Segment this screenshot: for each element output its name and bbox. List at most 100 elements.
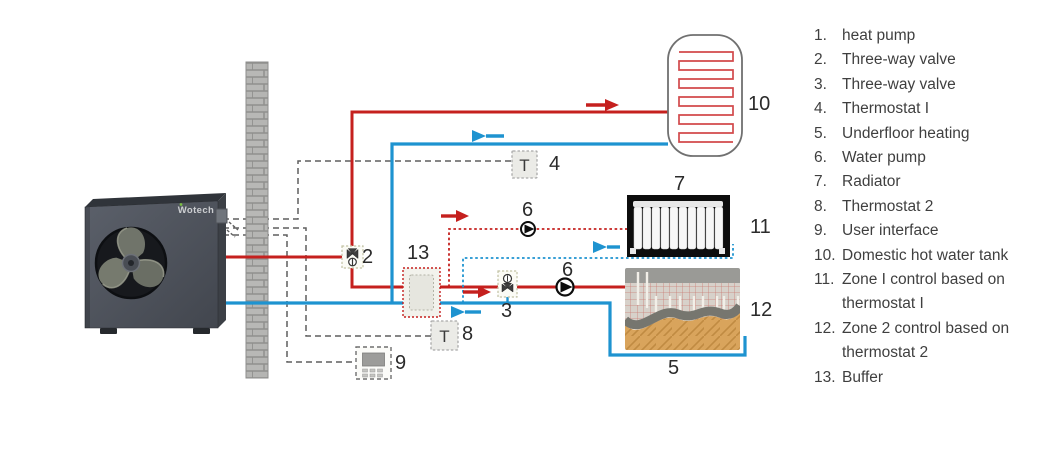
ui-screen	[362, 352, 385, 367]
label-pump-zone2: 6	[562, 259, 574, 281]
legend-item-number: 13.	[814, 368, 836, 386]
label-underfloor: 5	[668, 357, 680, 379]
domestic-hot-water-tank	[667, 34, 743, 157]
legend-item-text: Water pump	[842, 149, 926, 167]
legend-item: 5. Underfloor heating	[814, 122, 1058, 146]
legend-item-text: Domestic hot water tank	[842, 246, 1009, 264]
legend: 1. heat pump 2. Three-way valve 3. Three…	[814, 24, 1058, 390]
water-pump-zone1	[520, 221, 536, 237]
legend-item-text: Thermostat 2	[842, 197, 934, 215]
legend-item-text: Radiator	[842, 173, 901, 191]
fan	[94, 226, 168, 300]
arrow-return-from-tank	[472, 130, 504, 142]
buffer-vessel	[409, 274, 434, 311]
heat-pump-foot	[193, 328, 210, 334]
pipe-tank-return	[390, 142, 668, 303]
pipe-main-return	[218, 301, 747, 357]
zone1-supply-dotted	[448, 228, 627, 287]
legend-item-number: 4.	[814, 100, 827, 118]
wood-floor	[625, 311, 740, 350]
legend-item-text: Underfloor heating	[842, 124, 970, 142]
zone1-circuit	[448, 228, 734, 303]
heat-pump-foot	[100, 328, 117, 334]
legend-item: 7. Radiator	[814, 170, 1058, 194]
insulation-wave	[625, 303, 740, 330]
pump-impeller-icon	[560, 281, 573, 293]
label-zone1: 11	[750, 216, 771, 238]
three-way-valve-2	[341, 245, 364, 269]
heat-pump-edge	[85, 207, 90, 328]
thermostat-letter: T	[439, 327, 449, 346]
ui-buttons	[362, 368, 383, 378]
three-way-valve-icon	[346, 248, 359, 267]
three-way-valve-3	[497, 270, 518, 303]
label-user-interface: 9	[395, 352, 407, 374]
label-pump-zone1: 6	[522, 199, 534, 221]
arrow-zone1-return	[593, 241, 620, 253]
thermostat-letter: T	[519, 156, 529, 175]
tank-coil	[678, 51, 734, 143]
logo-dot	[179, 203, 183, 206]
thermostat-box	[430, 320, 459, 351]
label-buffer: 13	[407, 242, 430, 264]
label-radiator: 7	[674, 173, 686, 195]
arrow-supply-to-tank	[586, 99, 619, 111]
legend-item: 3. Three-way valve	[814, 73, 1058, 97]
wire-user-interface	[223, 234, 357, 363]
legend-item: 9. User interface	[814, 219, 1058, 243]
pipe-supply-to-zones	[350, 267, 628, 289]
legend-item: 6. Water pump	[814, 146, 1058, 170]
supply-pipes	[218, 110, 668, 289]
legend-item-number: 10.	[814, 246, 836, 264]
return-pipes	[218, 142, 747, 357]
label-tank: 10	[748, 93, 771, 115]
thermostat-1: T	[511, 150, 538, 179]
legend-item-number: 8.	[814, 197, 827, 215]
legend-item-number: 11.	[814, 271, 835, 289]
legend-item-number: 9.	[814, 222, 827, 240]
legend-item: 10. Domestic hot water tank	[814, 244, 1058, 268]
legend-item-text: Three-way valve	[842, 75, 956, 93]
radiator-valve-cap	[719, 248, 725, 254]
wire-bundle-ticks	[226, 221, 239, 238]
legend-item-number: 3.	[814, 75, 827, 93]
legend-item: 12. Zone 2 control based on thermostat 2	[814, 317, 1058, 366]
legend-item-number: 5.	[814, 124, 827, 142]
buffer	[402, 267, 441, 318]
label-thermostat-1: 4	[549, 153, 561, 175]
legend-item: 4. Thermostat I	[814, 97, 1058, 121]
heat-pump-side	[218, 193, 226, 328]
legend-item: 13. Buffer	[814, 366, 1058, 390]
legend-item: 8. Thermostat 2	[814, 195, 1058, 219]
legend-item-text: Zone 2 control based on thermostat 2	[842, 319, 1010, 362]
pump-impeller-icon	[524, 224, 535, 234]
zone1-return-dotted	[462, 244, 734, 303]
arrow-zone1-supply	[441, 210, 469, 222]
legend-item-number: 1.	[814, 27, 827, 44]
three-way-valve-icon	[501, 273, 514, 293]
legend-item-number: 12.	[814, 319, 836, 337]
legend-item-number: 6.	[814, 149, 827, 167]
control-port	[215, 208, 228, 224]
underfloor-heating	[625, 268, 740, 350]
label-thermostat-2: 8	[462, 323, 474, 345]
radiator-fins	[633, 206, 724, 250]
wall-column	[245, 61, 269, 379]
brick-wall	[245, 61, 269, 379]
wire-thermostat-1	[223, 160, 512, 220]
legend-item: 11. Zone I control based on thermostat I	[814, 268, 1058, 317]
thermostat-box	[511, 150, 538, 179]
flow-arrows	[441, 99, 620, 318]
label-three-way-valve-2: 2	[362, 246, 374, 268]
legend-item-number: 2.	[814, 51, 827, 69]
heat-pump-top	[85, 193, 226, 207]
arrow-zone2-supply	[463, 286, 491, 298]
legend-item-number: 7.	[814, 173, 827, 191]
radiator-header	[633, 201, 723, 207]
radiator	[627, 195, 730, 257]
label-zone2: 12	[750, 299, 773, 321]
water-pump-zone2	[555, 277, 575, 297]
thermostat-2: T	[430, 320, 459, 351]
